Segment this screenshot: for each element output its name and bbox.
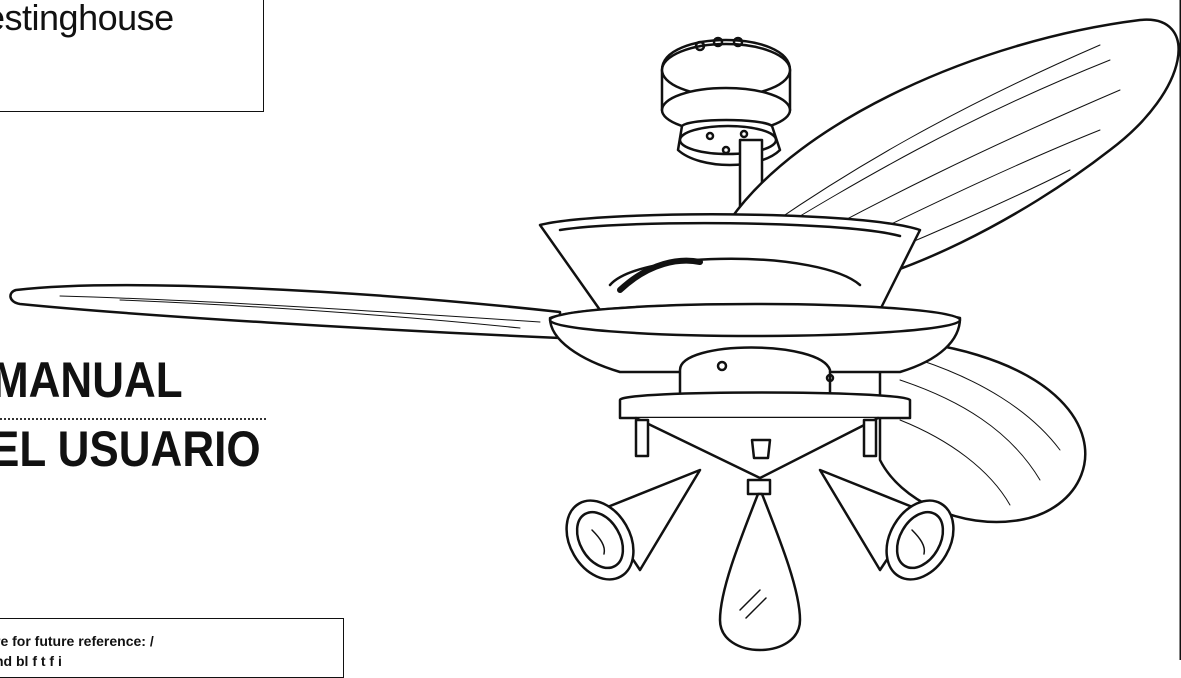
fan-blade-left: [9, 284, 562, 340]
ceiling-fan-illustration: [9, 0, 1181, 660]
spotlight-center: [718, 478, 802, 652]
spotlight-left: [565, 468, 702, 581]
manual-title-line2: EL USUARIO: [0, 421, 261, 477]
brand-logo: estinghouse: [0, 0, 174, 38]
title-divider: [0, 418, 266, 420]
reference-note-line1: re for future reference: /: [0, 633, 154, 649]
brand-box: estinghouse: [0, 0, 264, 112]
spotlight-right: [818, 468, 955, 581]
fan-canopy: [660, 36, 792, 167]
manual-title-line1: MANUAL: [0, 352, 183, 408]
